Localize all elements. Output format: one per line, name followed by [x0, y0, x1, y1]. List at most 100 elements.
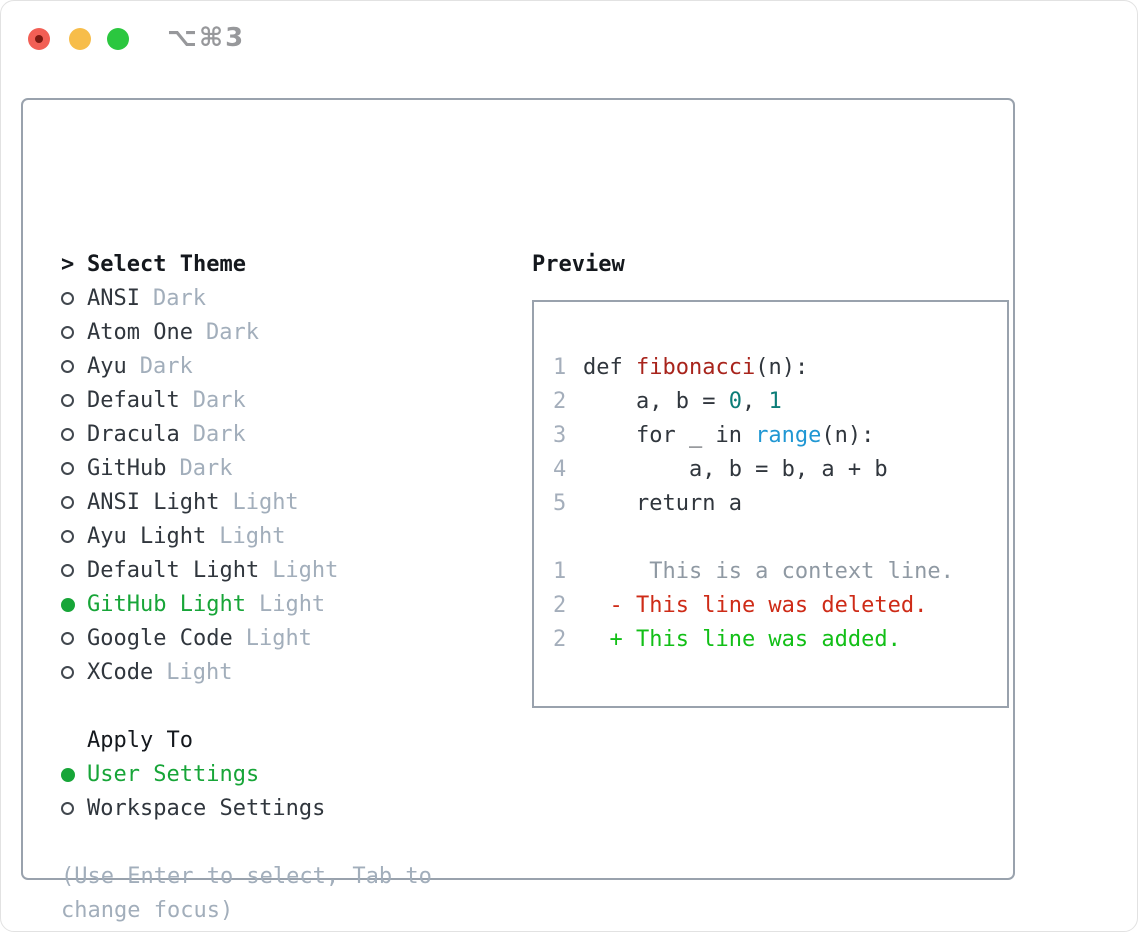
theme-option[interactable]: ANSI Light Light [61, 486, 501, 520]
option-label: Workspace Settings [87, 796, 326, 821]
radio-selected-icon [61, 598, 75, 612]
option-label: User Settings [87, 762, 260, 787]
apply-to-title: Apply To [87, 728, 193, 753]
code-segment: 1 [768, 389, 782, 414]
close-dot-icon [35, 35, 43, 43]
line-number: 5 [553, 491, 567, 516]
option-label: GitHub [87, 456, 167, 481]
theme-option[interactable]: Ayu Dark [61, 350, 501, 384]
code-segment: , [741, 389, 769, 414]
radio-unselected-icon [61, 428, 74, 441]
code-segment: for _ in [583, 423, 756, 448]
code-segment: (n): [821, 423, 875, 448]
radio-unselected-icon [61, 394, 74, 407]
theme-option[interactable]: Ayu Light Light [61, 520, 501, 554]
window-title-shortcut: ⌥⌘3 [167, 23, 246, 53]
line-number: 4 [553, 457, 567, 482]
code-line: 2 + This line was added. [553, 623, 1007, 657]
zoom-button-icon[interactable] [107, 28, 129, 50]
theme-list-header: > Select Theme [61, 248, 501, 282]
code-segment: (n): [755, 355, 809, 380]
radio-unselected-icon [61, 496, 74, 509]
theme-variant-label: Light [272, 558, 339, 583]
code-segment: - This line was deleted. [583, 593, 928, 618]
option-label: Ayu Light [87, 524, 207, 549]
code-line [553, 521, 1007, 555]
line-number: 2 [553, 389, 567, 414]
option-label: ANSI Light [87, 490, 220, 515]
spacer [61, 690, 501, 724]
radio-unselected-icon [61, 360, 74, 373]
line-number: 3 [553, 423, 567, 448]
code-segment: This is a context line. [583, 559, 954, 584]
code-line: 2 - This line was deleted. [553, 589, 1007, 623]
code-line: 1 This is a context line. [553, 555, 1007, 589]
radio-unselected-icon [61, 530, 74, 543]
theme-variant-label: Light [166, 660, 233, 685]
option-label: Atom One [87, 320, 193, 345]
theme-option[interactable]: Google Code Light [61, 622, 501, 656]
preview-header: Preview [532, 248, 625, 282]
close-button-icon[interactable] [28, 28, 50, 50]
spacer [61, 826, 501, 860]
prompt-icon: > [61, 252, 75, 277]
apply-to-header: Apply To [61, 724, 501, 758]
theme-option[interactable]: Default Light Light [61, 554, 501, 588]
window-titlebar: ⌥⌘3 [1, 1, 1137, 77]
line-number [553, 521, 567, 555]
radio-unselected-icon [61, 666, 74, 679]
line-number: 1 [553, 355, 567, 380]
code-segment: + This line was added. [583, 627, 901, 652]
option-label: Ayu [87, 354, 127, 379]
code-segment: a, b = [583, 389, 729, 414]
theme-option[interactable]: Atom One Dark [61, 316, 501, 350]
apply-to-option[interactable]: Workspace Settings [61, 792, 501, 826]
radio-unselected-icon [61, 564, 74, 577]
theme-variant-label: Dark [152, 286, 206, 311]
option-label: ANSI [87, 286, 140, 311]
code-segment: a, b = b, a + b [583, 457, 888, 482]
code-line: 4 a, b = b, a + b [553, 453, 1007, 487]
theme-variant-label: Dark [139, 354, 193, 379]
option-label: Default Light [87, 558, 260, 583]
theme-option[interactable]: GitHub Dark [61, 452, 501, 486]
code-segment: 0 [728, 389, 742, 414]
theme-variant-label: Dark [192, 422, 246, 447]
code-segment: return a [583, 491, 742, 516]
radio-unselected-icon [61, 326, 74, 339]
line-number: 2 [553, 593, 567, 618]
theme-variant-label: Dark [205, 320, 259, 345]
code-line: 2 a, b = 0, 1 [553, 385, 1007, 419]
radio-unselected-icon [61, 802, 74, 815]
line-number: 2 [553, 627, 567, 652]
radio-unselected-icon [61, 462, 74, 475]
apply-to-option[interactable]: User Settings [61, 758, 501, 792]
option-label: XCode [87, 660, 154, 685]
theme-list-title: Select Theme [87, 252, 246, 277]
theme-variant-label: Light [219, 524, 286, 549]
theme-variant-label: Dark [192, 388, 246, 413]
line-number: 1 [553, 559, 567, 584]
code-line: 3 for _ in range(n): [553, 419, 1007, 453]
theme-variant-label: Light [258, 592, 326, 617]
theme-option[interactable]: ANSI Dark [61, 282, 501, 316]
theme-variant-label: Dark [179, 456, 233, 481]
radio-unselected-icon [61, 632, 74, 645]
keyboard-hint: (Use Enter to select, Tab to change focu… [61, 864, 432, 923]
minimize-button-icon[interactable] [69, 28, 91, 50]
theme-variant-label: Light [232, 490, 299, 515]
theme-option[interactable]: XCode Light [61, 656, 501, 690]
theme-variant-label: Light [245, 626, 312, 651]
preview-title: Preview [532, 252, 625, 277]
option-label: Google Code [87, 626, 233, 651]
